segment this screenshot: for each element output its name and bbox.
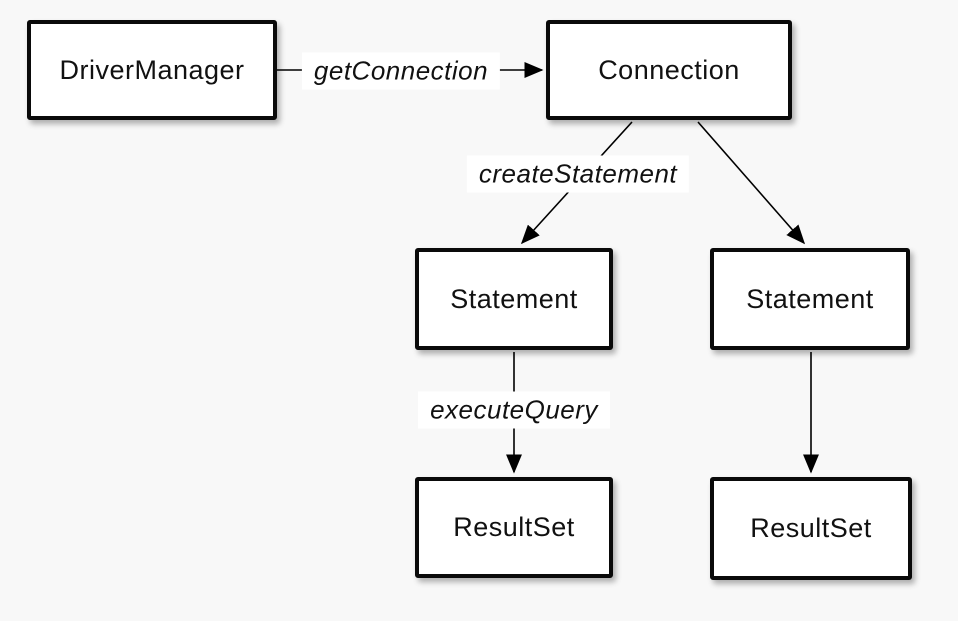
- node-statement-left-label: Statement: [450, 283, 578, 314]
- edge-label-createstatement: createStatement: [466, 155, 690, 193]
- edge-label-executequery: executeQuery: [418, 391, 610, 429]
- edge-label-getconnection: getConnection: [301, 52, 501, 90]
- node-statement-right: Statement: [710, 248, 910, 350]
- node-resultset-right-label: ResultSet: [750, 513, 872, 543]
- node-resultset-left-label: ResultSet: [453, 512, 575, 542]
- node-resultset-left: ResultSet: [415, 477, 613, 578]
- node-drivermanager: DriverManager: [27, 20, 277, 120]
- node-statement-right-label: Statement: [746, 283, 874, 314]
- node-connection-label: Connection: [598, 54, 740, 85]
- node-drivermanager-label: DriverManager: [59, 54, 245, 85]
- node-resultset-right: ResultSet: [710, 477, 912, 580]
- edge-connection-statement-right: [697, 121, 806, 245]
- node-statement-left: Statement: [415, 248, 613, 350]
- node-connection: Connection: [546, 20, 792, 120]
